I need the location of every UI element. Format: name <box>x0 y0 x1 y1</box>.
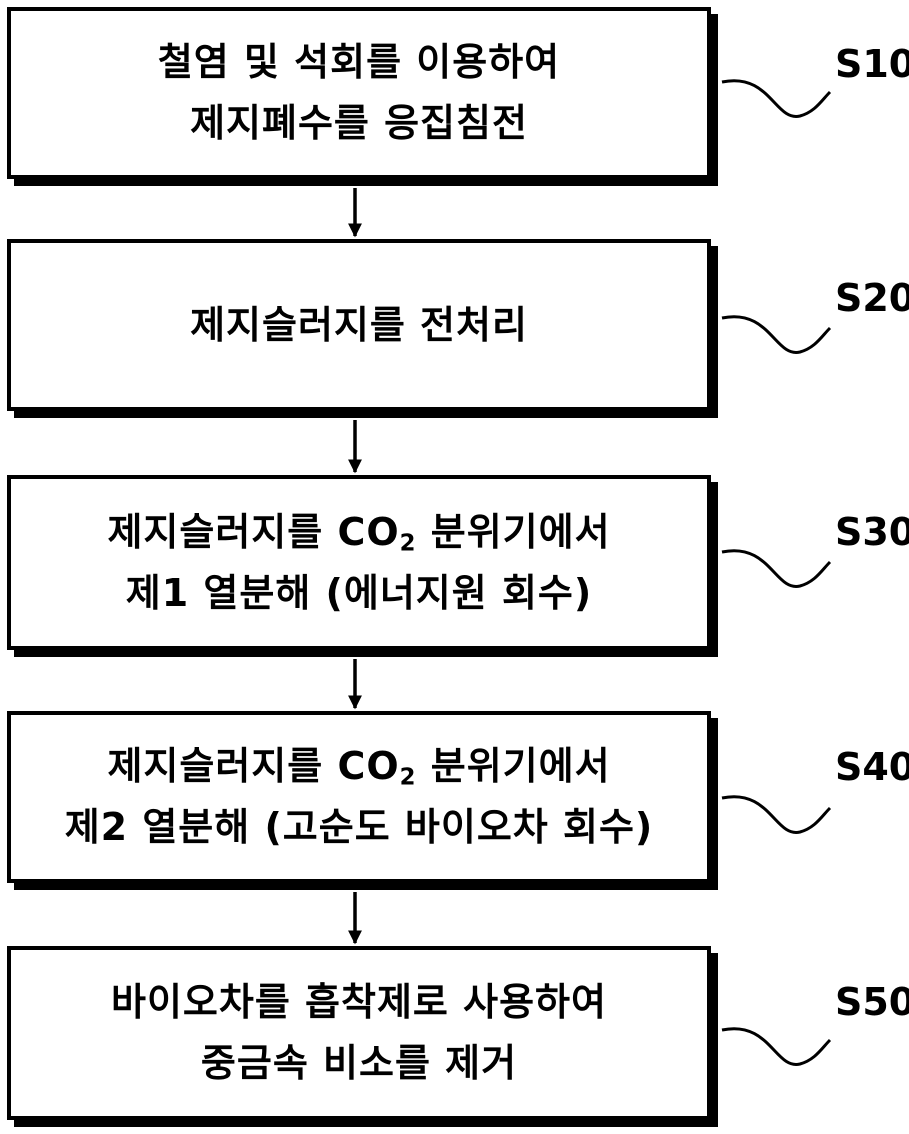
step-s10-box: 철염 및 석회를 이용하여 제지폐수를 응집침전 <box>7 7 711 179</box>
step-label-s10: S10 <box>835 42 909 86</box>
step-s30-box: 제지슬러지를 CO2 분위기에서 제1 열분해 (에너지원 회수) <box>7 475 711 650</box>
step-s40-subscript: 2 <box>399 764 417 791</box>
step-s30-subscript: 2 <box>399 530 417 557</box>
step-s30-line-1-pre: 제지슬러지를 CO <box>107 509 400 554</box>
leader-s20 <box>721 315 832 354</box>
step-s40-line-2: 제2 열분해 (고순도 바이오차 회수) <box>64 805 654 849</box>
step-label-s40: S40 <box>835 745 909 789</box>
step-s40-box: 제지슬러지를 CO2 분위기에서 제2 열분해 (고순도 바이오차 회수) <box>7 711 711 883</box>
step-s20-box: 제지슬러지를 전처리 <box>7 239 711 411</box>
step-s40-line-1: 제지슬러지를 CO2 분위기에서 <box>107 736 610 797</box>
step-s40-line-1-post: 분위기에서 <box>416 744 611 789</box>
step-s10-line-2: 제지폐수를 응집침전 <box>190 101 528 145</box>
step-s30-line-2: 제1 열분해 (에너지원 회수) <box>125 570 593 615</box>
step-label-s20: S20 <box>835 276 909 320</box>
step-s50-box: 바이오차를 흡착제로 사용하여 중금속 비소를 제거 <box>7 946 711 1120</box>
leader-s10 <box>721 79 832 118</box>
step-s50-line-1: 바이오차를 흡착제로 사용하여 <box>111 980 607 1025</box>
leader-s50 <box>721 1027 832 1066</box>
leader-s40 <box>721 795 832 834</box>
step-label-s50: S50 <box>835 980 909 1024</box>
step-s20-line-1: 제지슬러지를 전처리 <box>190 302 528 347</box>
step-s30-line-1-post: 분위기에서 <box>416 509 611 554</box>
step-s10-line-1: 철염 및 석회를 이용하여 <box>157 40 561 85</box>
step-label-s30: S30 <box>835 510 909 554</box>
leader-s30 <box>721 549 832 588</box>
step-s40-line-1-pre: 제지슬러지를 CO <box>107 744 400 789</box>
step-s30-line-1: 제지슬러지를 CO2 분위기에서 <box>107 502 610 563</box>
step-s50-line-2: 중금속 비소를 제거 <box>200 1041 518 1085</box>
